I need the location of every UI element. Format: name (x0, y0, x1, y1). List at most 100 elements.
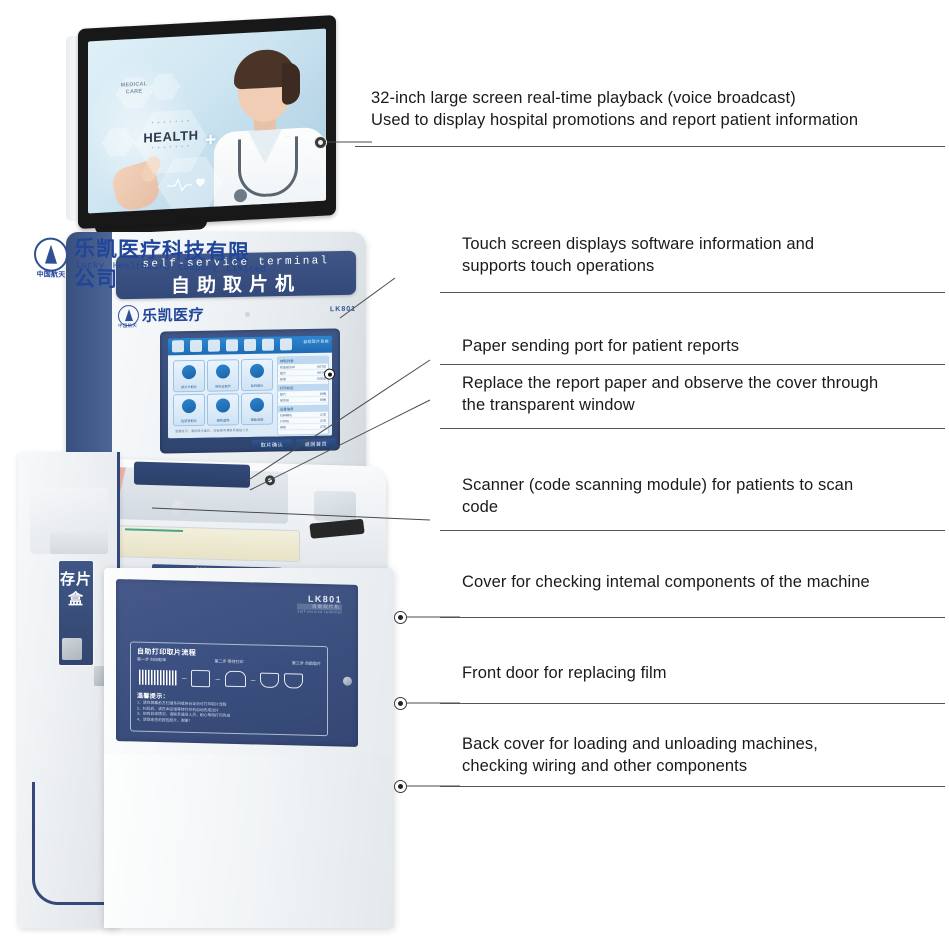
door-lock-icon[interactable] (343, 676, 352, 686)
anchor-front-door (394, 697, 407, 710)
row-name: 胶片 (280, 392, 287, 397)
tile-icon (250, 363, 264, 378)
tile-label: 就诊卡取片 (181, 384, 197, 390)
divider-6 (440, 617, 945, 618)
printer-icon (191, 669, 211, 687)
touch-tile[interactable]: 就诊卡取片 (173, 359, 205, 393)
divider-1 (355, 146, 945, 147)
callout-scanner: Scanner (code scanning module) for patie… (462, 476, 854, 516)
arrow-icon: – (182, 673, 187, 683)
tile-label: 帮助说明 (250, 417, 264, 422)
tile-icon (216, 398, 230, 413)
placard-tips: 1、请在屏幕前方扫描条码或身份证后可打印取片流程 2、扫码后，请在本区域等待打印… (137, 700, 231, 723)
arrow-icon: – (215, 673, 220, 684)
film-storage-tower: 存片盒 (18, 452, 121, 928)
row-name: 扫码模块 (280, 413, 293, 418)
touchscreen-anchor-marker (324, 368, 335, 380)
touch-ui-note: 温馨提示：请按提示操作，如有疑问请联系值班人员 (175, 428, 249, 434)
row-value: 正常 (319, 424, 326, 429)
touch-ui-title: 自助取片系统 (303, 338, 329, 345)
placard-tips-title: 温馨提示： (137, 693, 170, 701)
film-box-label: 存片盒 (59, 571, 92, 609)
touch-tile[interactable]: 帮助说明 (241, 392, 273, 426)
card-reader (309, 518, 365, 539)
kiosk-illustration: MEDICAL CARE + + + + + + + HEALTH + + + … (0, 0, 430, 949)
tile-icon (182, 364, 196, 380)
door-model-block: LK801 自助取片机 self-service terminal (297, 593, 342, 615)
row-name: 打印机 (280, 419, 290, 424)
paper-sending-port (134, 461, 276, 488)
ecg-heart-icon (167, 178, 205, 192)
placard-step-icons: – – – (139, 665, 323, 693)
cabinet-lower-face (104, 754, 394, 928)
tile-icon (250, 397, 264, 412)
callout-back-cover: Back cover for loading and unloading mac… (462, 735, 818, 775)
divider-3 (440, 364, 945, 365)
row-name: 报告纸 (280, 398, 290, 403)
output-tray (118, 525, 300, 563)
indicator-dot (245, 312, 250, 317)
print-icon[interactable] (208, 339, 220, 352)
touch-ui-side-panel: 待取列表 检查报告单待打印 胶片待打印 影像已完成 打印状态 胶片就绪 报告纸就… (277, 355, 329, 436)
callout-display: 32-inch large screen real-time playback … (371, 89, 859, 129)
tile-label: 住院号取片 (181, 418, 197, 424)
film-output-icon (284, 672, 304, 689)
panel-row: 影像已完成 (278, 375, 328, 383)
touch-tile[interactable]: 条码取片 (241, 358, 273, 392)
arrow-icon: – (250, 674, 256, 684)
divider-7 (440, 703, 945, 704)
deck-knob (172, 500, 188, 518)
row-value: 就绪 (319, 397, 326, 402)
ad-medical-care-label: MEDICAL CARE (120, 81, 148, 96)
door-model-english: self-service terminal (297, 609, 342, 615)
company-casc-label: 中国航天 (36, 271, 66, 279)
brand-row: 中国航天 乐凯医疗 LK801 (118, 300, 358, 329)
divider-4 (440, 428, 945, 429)
row-name: 网络 (280, 425, 287, 430)
touch-tile[interactable]: 住院号取片 (173, 393, 205, 427)
user-icon[interactable] (262, 338, 274, 351)
query-icon[interactable] (226, 339, 238, 352)
casc-label: 中国航天 (118, 322, 138, 329)
placard-step: 第一步 扫码取单 (137, 656, 167, 663)
doctor-photo (208, 38, 326, 214)
deck-panel (314, 490, 356, 522)
company-en-word: Healthcare (112, 261, 170, 273)
head-side-panel (66, 232, 112, 472)
help-icon[interactable] (280, 338, 292, 351)
barcode-icon (139, 669, 177, 686)
tower-slot (62, 638, 82, 660)
tile-icon (182, 398, 196, 414)
report-icon[interactable] (190, 339, 202, 353)
row-value: 待打印 (316, 364, 326, 369)
touch-button-confirm[interactable]: 取片确认 (252, 439, 292, 450)
callout-front-door: Front door for replacing film (462, 664, 667, 682)
callout-paper-replace: Replace the report paper and observe the… (462, 374, 879, 414)
top-display-screen: MEDICAL CARE + + + + + + + HEALTH + + + … (88, 28, 326, 214)
panel-row: 报告纸 就绪 (278, 396, 328, 404)
card-icon[interactable] (244, 338, 256, 352)
touch-tile[interactable]: 报告查询 (207, 393, 239, 426)
callout-paper-port: Paper sending port for patient reports (462, 337, 740, 355)
tray-accent-line (125, 528, 183, 532)
divider-8 (440, 786, 945, 787)
company-en-word: Limited (226, 263, 266, 275)
touch-button-home[interactable]: 返回首页 (296, 438, 336, 450)
row-value: 正常 (319, 418, 326, 423)
row-value: 就绪 (319, 391, 326, 396)
lower-cabinet: LK801 自助取片机 self-service terminal 自助打印取片… (104, 568, 394, 928)
tile-label: 条码取片 (250, 383, 264, 388)
home-icon[interactable] (172, 340, 184, 353)
tile-icon (216, 364, 230, 379)
model-label-top: LK801 (329, 305, 356, 314)
front-door-panel[interactable]: LK801 自助取片机 self-service terminal 自助打印取片… (116, 579, 358, 747)
touch-screen-bezel: 自助取片系统 就诊卡取片 身份证取片 条码取片 住院号取片 报告查询 帮助说明 … (160, 328, 340, 454)
placard-step: 第三步 自助取片 (291, 660, 321, 667)
paper-port-anchor-marker (264, 474, 276, 487)
touch-screen[interactable]: 自助取片系统 就诊卡取片 身份证取片 条码取片 住院号取片 报告查询 帮助说明 … (168, 335, 332, 439)
tower-top-cap (30, 488, 108, 554)
divider-2 (440, 292, 945, 293)
touch-tile[interactable]: 身份证取片 (207, 359, 239, 392)
company-logo-icon (34, 237, 68, 273)
